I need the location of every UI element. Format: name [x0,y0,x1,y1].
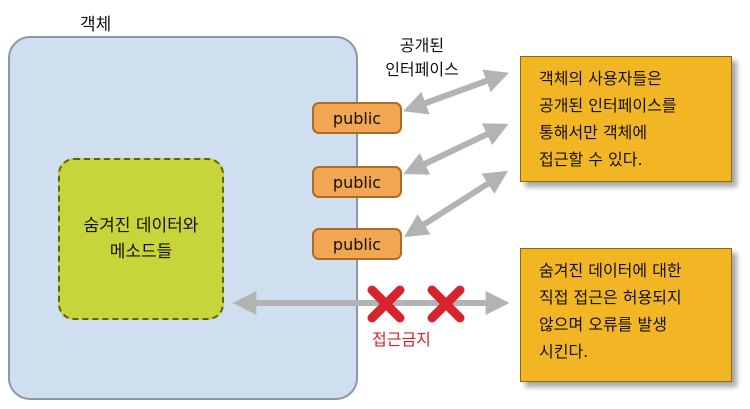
arrow-public-1 [402,69,510,115]
forbidden-x-1 [367,285,405,323]
note-hidden-line-4: 시킨다. [539,342,589,361]
public-method-3: public [312,228,402,260]
forbidden-x-2 [427,285,465,323]
hidden-data-line-2: 메소드들 [109,242,173,262]
hidden-data-line-1: 숨겨진 데이터와 [83,216,199,236]
note-hidden-line-1: 숨겨진 데이터에 대한 [539,261,682,280]
interface-label-line-2: 인터페이스 [385,60,459,79]
note-hidden-line-3: 않으며 오류를 발생 [539,315,667,334]
note-hidden-access: 숨겨진 데이터에 대한 직접 접근은 허용되지 않으며 오류를 발생 시킨다. [520,248,732,382]
object-label: 객체 [80,15,112,35]
note-public-line-3: 통해서만 객체에 [539,123,648,142]
note-public-access: 객체의 사용자들은 공개된 인터페이스를 통해서만 객체에 접근할 수 있다. [520,56,732,182]
arrow-public-2 [403,123,509,175]
public-method-1: public [312,102,402,134]
note-hidden-line-2: 직접 접근은 허용되지 [539,288,682,307]
arrow-public-3 [403,170,509,238]
note-public-line-2: 공개된 인터페이스를 [539,96,677,115]
public-method-2: public [312,166,402,198]
interface-label: 공개된 인터페이스 [370,34,474,82]
forbidden-label: 접근금지 [372,330,431,349]
note-public-line-4: 접근할 수 있다. [539,150,643,169]
note-public-line-1: 객체의 사용자들은 [539,69,662,88]
hidden-data-box: 숨겨진 데이터와 메소드들 [58,158,224,320]
interface-label-line-1: 공개된 [399,36,445,55]
